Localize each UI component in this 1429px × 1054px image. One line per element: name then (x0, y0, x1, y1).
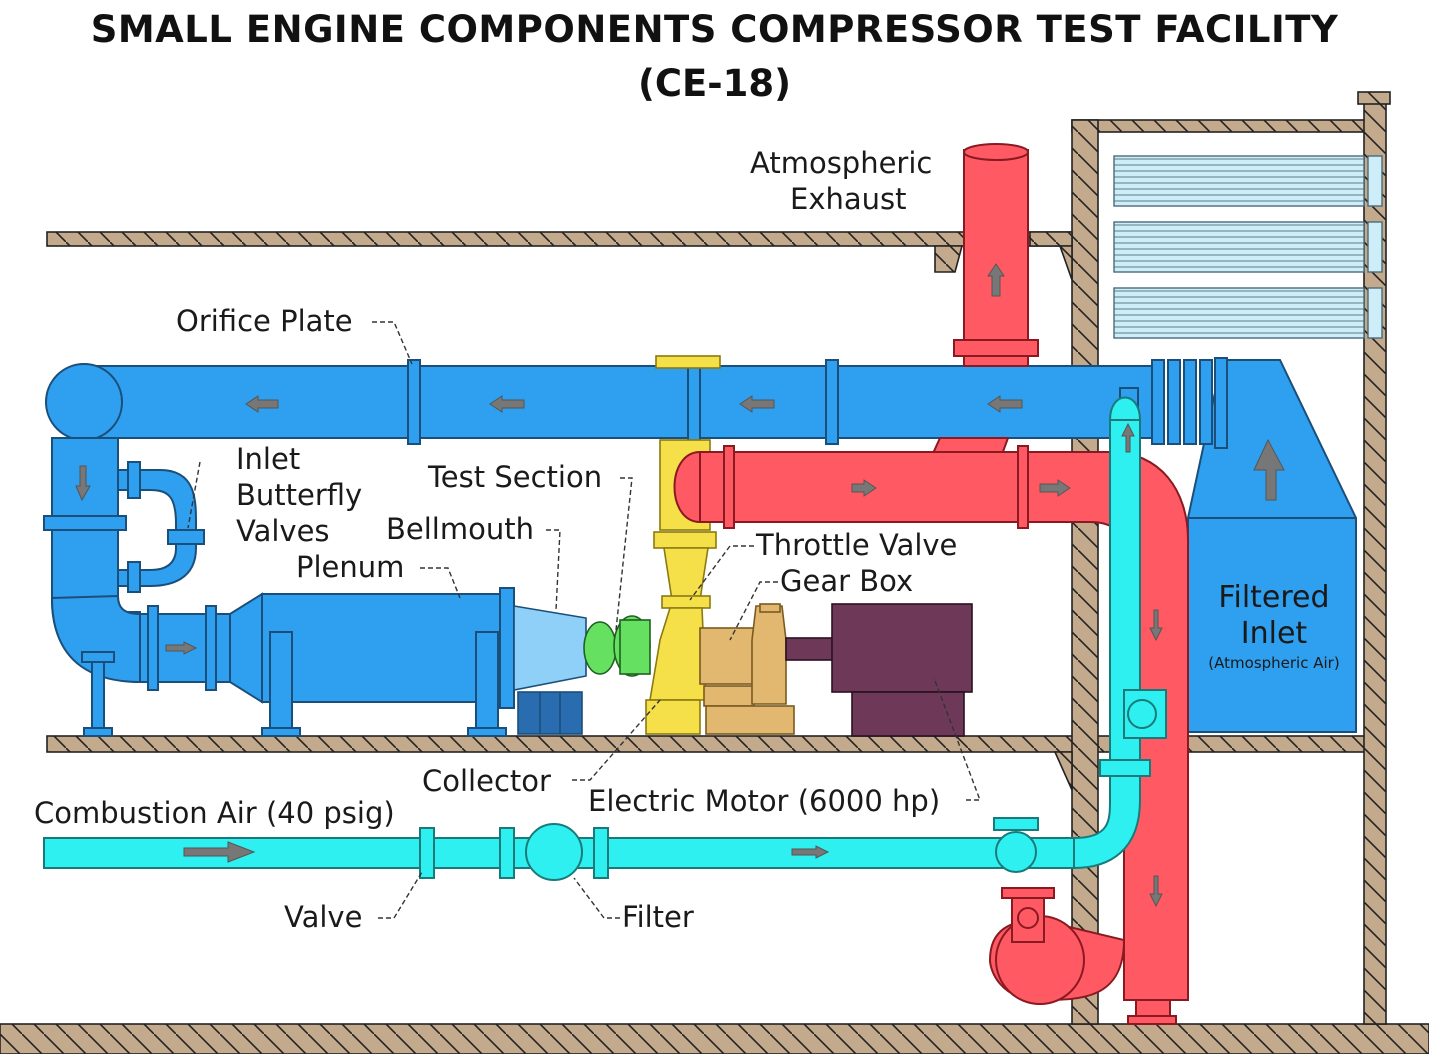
butterfly-bypass (117, 461, 205, 593)
test-section (583, 615, 651, 677)
label-atmospheric-exhaust: Atmospheric (750, 146, 933, 180)
label-filtered-inlet-3: (Atmospheric Air) (1208, 654, 1340, 672)
electric-motor (785, 603, 973, 737)
leader-lines (187, 321, 982, 919)
left-wall (1071, 119, 1099, 1025)
ground (0, 1023, 1429, 1054)
label-inlet-butterfly-3: Valves (236, 514, 330, 548)
label-gear-box: Gear Box (780, 564, 914, 598)
label-collector: Collector (422, 764, 551, 798)
page-subtitle: (CE-18) (637, 62, 792, 105)
label-inlet-butterfly-2: Butterfly (236, 478, 363, 512)
label-orifice-plate: Orifice Plate (176, 304, 353, 338)
label-throttle-valve: Throttle Valve (756, 528, 958, 562)
cyan-combustion-pipe (43, 396, 1167, 881)
label-test-section: Test Section (428, 460, 603, 494)
roof-slab (1071, 119, 1373, 133)
filter-louvers (1113, 155, 1383, 339)
label-atmospheric-exhaust-2: Exhaust (790, 182, 907, 216)
label-plenum: Plenum (296, 550, 405, 584)
label-combustion-air: Combustion Air (40 psig) (34, 796, 395, 830)
flow-arrows (75, 263, 1285, 908)
label-bellmouth: Bellmouth (386, 512, 534, 546)
label-electric-motor: Electric Motor (6000 hp) (588, 784, 941, 818)
blue-return-duct (43, 359, 1213, 684)
label-filter: Filter (622, 900, 694, 934)
page-title: SMALL ENGINE COMPONENTS COMPRESSOR TEST … (90, 8, 1339, 51)
plenum (81, 587, 515, 737)
label-filtered-inlet-2: Inlet (1240, 616, 1308, 651)
filtered-inlet-housing (1187, 357, 1357, 733)
bellmouth (513, 605, 587, 735)
upper-floor-slab (46, 231, 1088, 247)
label-filtered-inlet: Filtered (1218, 580, 1330, 615)
label-valve: Valve (284, 900, 363, 934)
label-inlet-butterfly: Inlet (236, 442, 301, 476)
gear-box (699, 603, 795, 735)
